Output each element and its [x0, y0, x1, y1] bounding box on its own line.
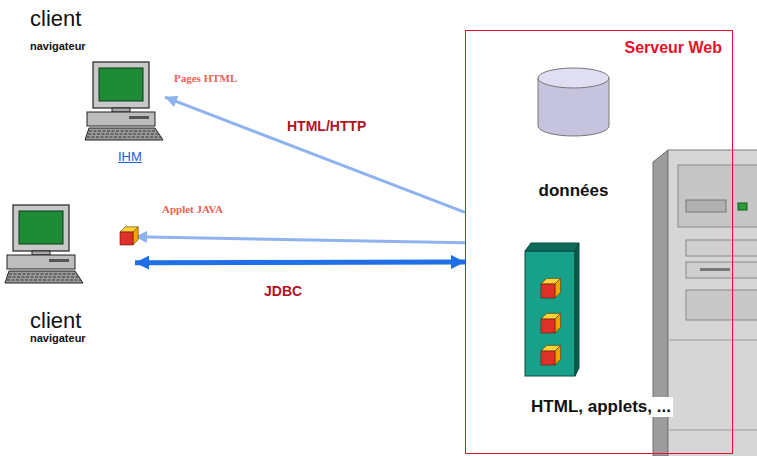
node-subheading: navigateur — [30, 332, 86, 345]
node-heading: client — [30, 6, 81, 31]
database-cylinder: données — [536, 66, 611, 138]
edge-label: HTML/HTTP — [285, 118, 368, 134]
server-slot — [686, 200, 726, 212]
edge-label: JDBC — [262, 283, 304, 299]
server-region: Serveur Web donnéesHTML, applets, ... — [465, 30, 733, 454]
computer-icon — [85, 62, 163, 140]
drive-bay — [686, 290, 757, 320]
applet-cube — [541, 278, 561, 298]
applet-cube — [541, 313, 561, 333]
applet-arrow — [135, 237, 465, 243]
jdbc-arrow — [135, 259, 465, 265]
client-computer-outline — [85, 62, 165, 140]
node-label: données — [537, 181, 611, 201]
drive-bay — [686, 240, 757, 256]
node-subheading: navigateur — [30, 40, 86, 53]
drive-bay — [686, 262, 757, 278]
region-heading: Serveur Web — [624, 39, 722, 57]
panel-line — [668, 430, 757, 431]
file-store-tower-outline — [521, 241, 579, 376]
node-label: IHM — [118, 150, 142, 165]
node-heading: client — [30, 308, 81, 333]
client-computer-outline — [5, 205, 135, 293]
http-arrow — [165, 97, 465, 212]
server-panel — [678, 165, 757, 227]
applet-cube — [120, 227, 138, 245]
panel-line — [668, 340, 757, 341]
client-computer: clientnavigateurIHM — [85, 62, 165, 140]
node-label: HTML, applets, ... — [529, 397, 673, 417]
client-computer: clientnavigateur — [5, 205, 135, 293]
server-led — [738, 203, 747, 210]
applet-cube — [541, 345, 561, 365]
database-cylinder-outline — [536, 66, 611, 138]
server-front — [668, 150, 757, 456]
file-store-tower: HTML, applets, ... — [521, 241, 579, 376]
edge-label: Applet JAVA — [160, 203, 225, 216]
annotation-label: Pages HTML — [172, 72, 239, 85]
computer-icon — [5, 205, 83, 283]
drive-slot — [700, 268, 730, 271]
